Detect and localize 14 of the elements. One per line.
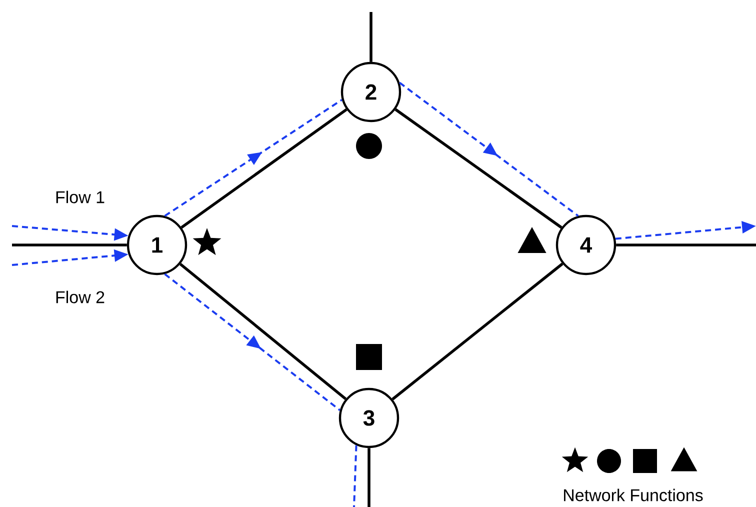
flow-arrow [399,82,579,217]
link-line [368,448,370,507]
edge-label: Flow 2 [54,290,106,304]
legend-label: Network Functions [564,488,703,502]
edge-label: Flow 1 [54,190,106,204]
link-line [180,108,348,229]
link-line [12,244,127,246]
link-line [392,262,564,400]
link-line [616,244,756,246]
link-line [179,262,347,400]
link-line [394,108,562,229]
flow-arrow [164,98,342,217]
flow-arrow [164,273,341,411]
link-line [370,12,372,62]
